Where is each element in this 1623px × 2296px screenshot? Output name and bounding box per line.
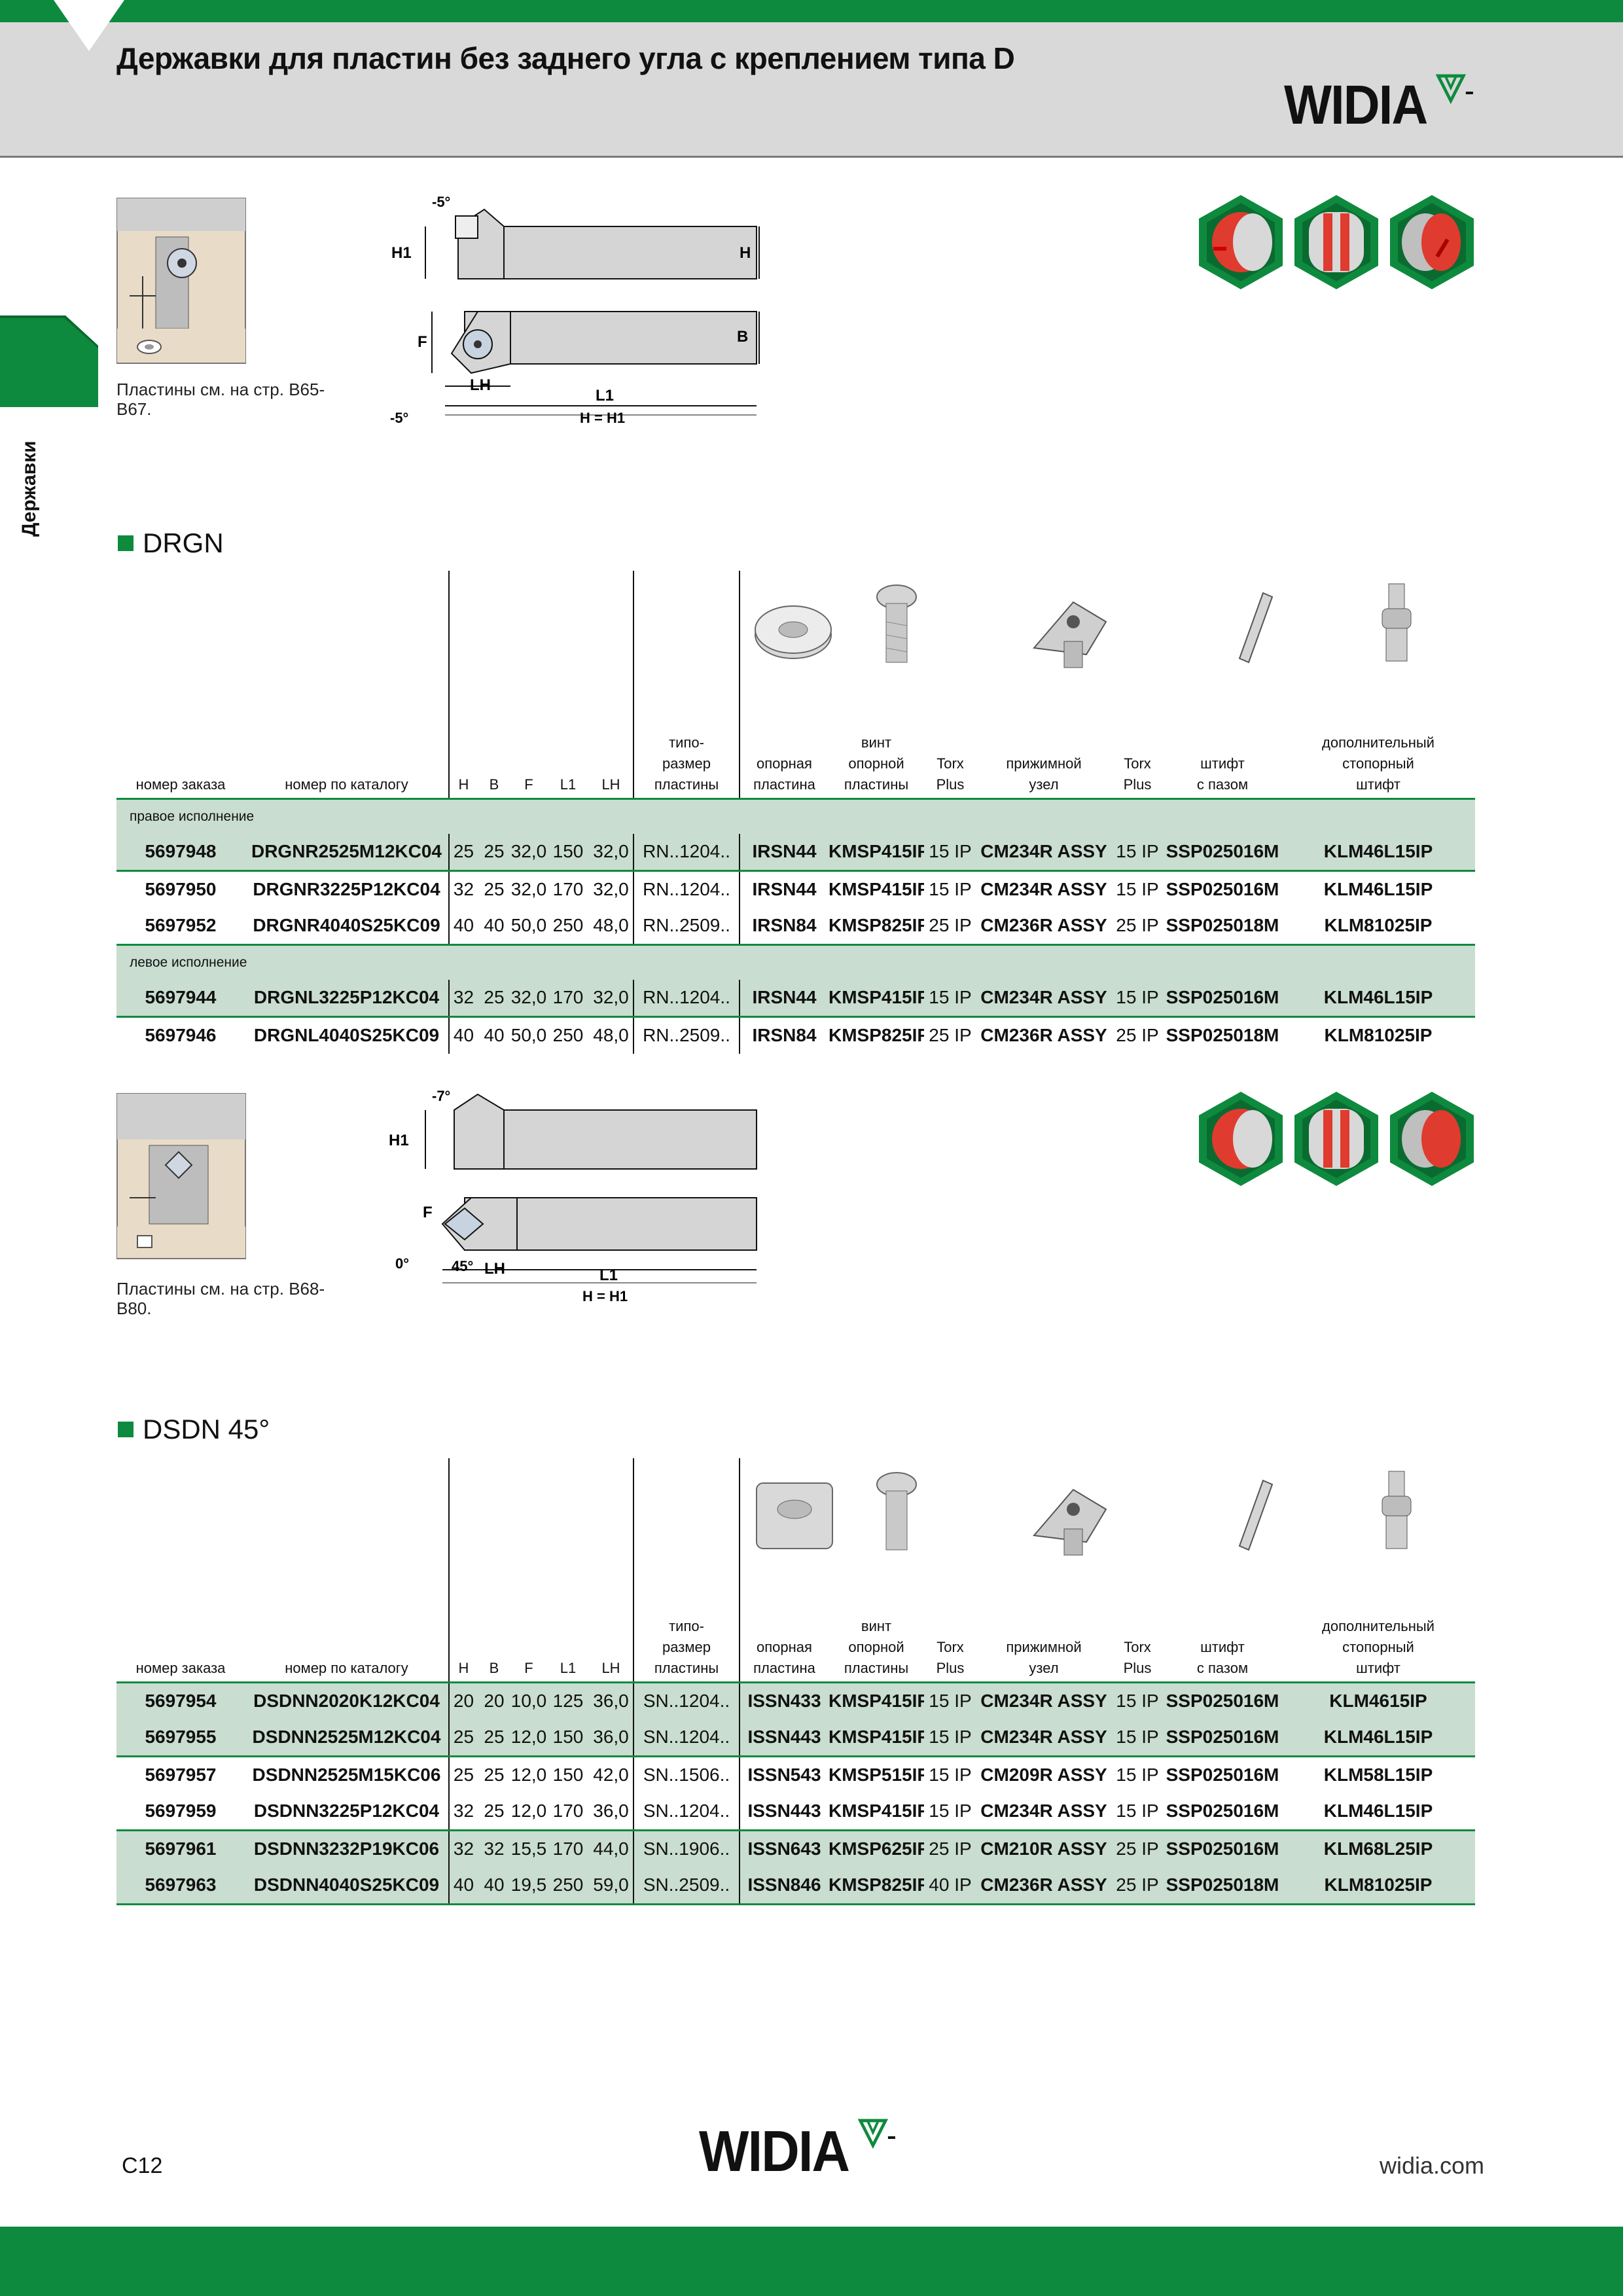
col-catalog-number: номер по каталогу	[245, 571, 450, 798]
col-l1: L1	[560, 776, 577, 793]
drawing-h1-label-2: H1	[389, 1132, 409, 1149]
section-bullet-icon	[118, 1422, 134, 1437]
drawing-f-label-2: F	[423, 1204, 433, 1221]
table-header-row: номер заказа номер по каталогу H B F L1 …	[116, 571, 1475, 798]
shim-screw-icon	[876, 1472, 917, 1551]
drawing-h-label: H	[740, 244, 751, 262]
turning-application-icon	[1390, 195, 1474, 289]
widia-logo-footer: WIDIA	[699, 2118, 901, 2185]
page-header	[0, 0, 1623, 157]
corner-notch	[54, 0, 124, 51]
widia-logo: WIDIA	[1284, 73, 1478, 137]
section-bullet-icon	[118, 535, 134, 551]
clamp-assembly-icon	[1033, 1488, 1107, 1556]
locking-pin-icon	[1382, 1471, 1412, 1549]
locking-pin-icon	[1382, 583, 1412, 662]
section-title-dsdn: DSDN 45°	[118, 1414, 270, 1445]
grooving-application-icon	[1294, 1092, 1378, 1186]
square-shim-icon	[756, 1482, 833, 1549]
section-title-drgn: DRGN	[118, 528, 224, 559]
drawing-h-equals-h1-label: H = H1	[580, 410, 625, 425]
top-green-bar	[0, 0, 1623, 22]
drawing-f-label: F	[418, 333, 427, 351]
col-f: F	[524, 776, 533, 793]
page-title: Державки для пластин без заднего угла с …	[116, 41, 1015, 75]
component-images	[755, 583, 1412, 668]
widia-logo-mark-icon	[1435, 74, 1473, 105]
turning-application-icon	[1390, 1092, 1474, 1186]
insert-position-thumbnail	[116, 198, 246, 364]
side-tab-marker	[0, 315, 98, 407]
insert-position-thumbnail-2	[116, 1093, 246, 1259]
drawing-angle-label-2: -7°	[432, 1088, 450, 1104]
table-header-row: номер заказа номер по каталогу H B F L1 …	[116, 1458, 1475, 1682]
website-link[interactable]: widia.com	[1380, 2152, 1485, 2179]
dsdn-table: номер заказа номер по каталогу H B F L1 …	[116, 1458, 1475, 1905]
facing-application-icon	[1199, 195, 1283, 289]
col-b: B	[489, 776, 499, 793]
grooving-application-icon	[1294, 195, 1378, 289]
slotted-pin-icon	[1238, 592, 1274, 664]
drawing-b-label: B	[737, 328, 748, 346]
footer-green-bar	[0, 2227, 1623, 2296]
drawing-angle3-label: 45°	[452, 1258, 473, 1274]
drgn-table: номер заказа номер по каталогу H B F L1 …	[116, 571, 1475, 1054]
clamp-assembly-icon	[1033, 601, 1107, 668]
group-row-left: левое исполнение	[116, 943, 1475, 980]
application-icons-2	[1199, 1092, 1474, 1186]
col-order-number: номер заказа	[135, 776, 226, 793]
page-number: C12	[122, 2153, 163, 2178]
shim-ring-icon	[755, 605, 832, 659]
drawing-angle2-label: -5°	[390, 410, 408, 425]
insert-reference-note-2: Пластины см. на стр. B68-B80.	[116, 1279, 325, 1318]
drawing-h1-label: H1	[391, 244, 412, 262]
widia-logo-mark-icon	[857, 2119, 896, 2149]
toolholder-dimension-drawing-2: -7° H1 H B F 45° LH L1 H = H1 0°	[389, 1088, 757, 1304]
header-divider	[0, 156, 1623, 158]
col-h: H	[458, 776, 469, 793]
drawing-h-equals-h1-label-2: H = H1	[582, 1288, 628, 1304]
drawing-angle2-label-2: 0°	[395, 1255, 409, 1272]
drawing-l1-label-2: L1	[599, 1266, 618, 1284]
component-images-2	[756, 1471, 1412, 1556]
toolholder-dimension-drawing: -5° H1 H B F LH L1 H = H1 -5°	[390, 194, 760, 425]
application-icons	[1199, 195, 1474, 289]
shim-screw-icon	[876, 584, 917, 663]
insert-reference-note: Пластины см. на стр. B65-B67.	[116, 380, 325, 419]
slotted-pin-icon	[1238, 1479, 1274, 1551]
drawing-lh-label: LH	[470, 376, 491, 394]
side-section-label: Державки	[18, 440, 40, 537]
col-lh: LH	[589, 571, 634, 798]
group-row-right: правое исполнение	[116, 797, 1475, 834]
facing-application-icon	[1199, 1092, 1283, 1186]
drawing-lh-label-2: LH	[484, 1260, 505, 1278]
drawing-l1-label: L1	[596, 387, 614, 404]
drawing-angle-label: -5°	[432, 194, 450, 210]
